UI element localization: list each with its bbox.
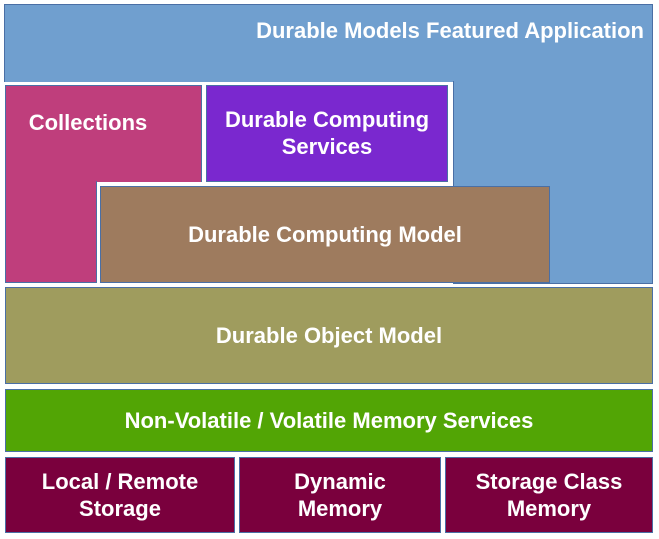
storage-class-memory-label-line-2: Memory [506, 496, 592, 521]
local-remote-storage-block: Local / Remote Storage [5, 457, 235, 533]
local-remote-storage-label-line-1: Local / Remote [41, 469, 199, 494]
computing-services-block: Durable Computing Services [206, 85, 448, 182]
object-model-label: Durable Object Model [215, 323, 443, 348]
computing-model-block: Durable Computing Model [100, 186, 550, 283]
local-remote-storage-label-line-2: Storage [79, 496, 161, 521]
computing-services-label: Durable Computing Services [207, 106, 447, 160]
storage-class-memory-label-line-1: Storage Class [475, 469, 623, 494]
computing-model-label: Durable Computing Model [188, 222, 462, 247]
local-remote-storage-label: Local / Remote Storage [6, 468, 234, 522]
memory-services-block: Non-Volatile / Volatile Memory Services [5, 389, 653, 452]
storage-class-memory-label: Storage Class Memory [446, 468, 652, 522]
collections-block-left [5, 181, 97, 283]
collections-label: Collections [28, 110, 148, 135]
dynamic-memory-label: Dynamic Memory [240, 468, 440, 522]
application-block-top [4, 4, 653, 82]
dynamic-memory-block: Dynamic Memory [239, 457, 441, 533]
computing-services-label-line-1: Durable Computing [224, 107, 430, 132]
storage-class-memory-block: Storage Class Memory [445, 457, 653, 533]
application-label: Durable Models Featured Application [256, 18, 644, 43]
computing-services-label-line-2: Services [281, 134, 373, 159]
object-model-block: Durable Object Model [5, 287, 653, 384]
memory-services-label: Non-Volatile / Volatile Memory Services [124, 408, 534, 433]
dynamic-memory-label-line-1: Dynamic [294, 469, 386, 494]
dynamic-memory-label-line-2: Memory [297, 496, 383, 521]
collections-block-top [5, 85, 202, 182]
